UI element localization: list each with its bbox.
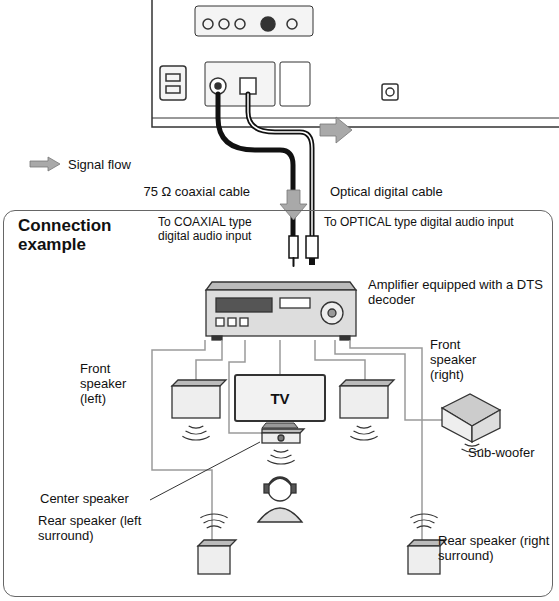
frame-heading: Connection example xyxy=(18,217,148,254)
illustration-part xyxy=(271,455,292,458)
illustration-part xyxy=(309,258,315,265)
illustration-part xyxy=(172,386,220,418)
illustration-part xyxy=(189,426,204,428)
illustration-part xyxy=(166,86,180,93)
speaker-label: Rear speaker (right surround) xyxy=(438,534,550,564)
illustration-part xyxy=(198,540,236,546)
illustration-part xyxy=(382,84,398,100)
illustration-part xyxy=(182,436,209,440)
illustration-part xyxy=(204,520,225,523)
legend-text: Signal flow xyxy=(68,157,131,172)
speaker-label: Sub-woofer xyxy=(468,446,548,461)
illustration-part xyxy=(264,484,269,493)
illustration-part xyxy=(212,336,222,340)
illustration-part xyxy=(340,386,388,418)
illustration-part xyxy=(410,514,437,518)
illustration-part xyxy=(340,336,350,340)
illustration-part xyxy=(215,83,221,89)
illustration-part xyxy=(287,19,297,29)
illustration-part xyxy=(350,436,377,440)
illustration-part xyxy=(248,94,312,238)
illustration-part xyxy=(472,410,500,442)
illustration-part xyxy=(267,460,294,464)
leader-line xyxy=(150,442,260,500)
illustration-part xyxy=(216,298,272,312)
cable-label: 75 Ω coaxial cable xyxy=(70,185,250,200)
illustration-part xyxy=(261,17,275,31)
illustration-part xyxy=(195,6,313,36)
illustration-part xyxy=(414,520,435,523)
illustration-part xyxy=(280,62,310,106)
tv-label: TV xyxy=(270,390,289,407)
illustration-part xyxy=(235,19,245,29)
signal-arrow-sample xyxy=(28,156,62,172)
illustration-part xyxy=(152,340,212,542)
illustration-part xyxy=(289,236,298,258)
legend-entry: Signal flow xyxy=(28,156,131,172)
illustration-part xyxy=(279,340,281,376)
illustration-part xyxy=(240,318,248,326)
illustration-part xyxy=(357,426,372,428)
illustration-part xyxy=(280,190,307,220)
speaker-label: Front speaker (left) xyxy=(80,362,144,407)
illustration-part xyxy=(30,157,60,171)
illustration-part xyxy=(248,94,312,238)
illustration-part xyxy=(186,431,207,434)
illustration-part xyxy=(152,118,559,119)
input-label: To COAXIAL type digital audio input xyxy=(158,216,286,244)
illustration-part xyxy=(172,380,226,386)
listener xyxy=(258,477,302,522)
illustration-part xyxy=(320,117,352,143)
illustration-part xyxy=(321,302,343,324)
illustration-part xyxy=(228,318,236,326)
illustration-part xyxy=(291,484,296,493)
illustration-part xyxy=(354,431,375,434)
illustration-part xyxy=(306,236,318,258)
amplifier xyxy=(206,282,356,340)
illustration-part xyxy=(207,526,222,528)
cable-label: Optical digital cable xyxy=(330,185,520,200)
speaker-label: Rear speaker (left surround) xyxy=(38,514,178,544)
illustration-part xyxy=(386,88,394,96)
player-rear-panel xyxy=(152,0,559,127)
illustration-part xyxy=(262,433,300,443)
illustration-part xyxy=(219,19,229,29)
illustration-part xyxy=(328,309,336,317)
illustration-part xyxy=(258,508,302,522)
illustration-part xyxy=(442,408,472,442)
illustration-part xyxy=(160,66,186,100)
illustration-part xyxy=(278,435,284,441)
speaker-label: Front speaker (right) xyxy=(430,338,510,383)
illustration-part xyxy=(280,298,310,308)
illustration-part xyxy=(166,74,180,81)
speaker-wires xyxy=(152,340,442,542)
tv-stand xyxy=(262,423,298,428)
illustration-part xyxy=(268,478,292,486)
illustration-part xyxy=(417,526,432,528)
illustration-part xyxy=(293,258,295,266)
illustration-part xyxy=(206,290,356,336)
illustration-part xyxy=(198,546,230,574)
illustration-part xyxy=(340,380,394,386)
illustration-part xyxy=(216,318,224,326)
amplifier-label: Amplifier equipped with a DTS decoder xyxy=(368,278,546,308)
illustration-part xyxy=(274,450,289,452)
speaker-label: Center speaker xyxy=(40,492,148,507)
tv-box: TV xyxy=(234,374,326,422)
illustration-part xyxy=(350,340,422,542)
illustration-part xyxy=(200,514,227,518)
illustration-part xyxy=(152,0,559,127)
illustration-part xyxy=(196,340,222,386)
signal-arrows xyxy=(280,117,352,220)
illustration-part xyxy=(268,477,292,501)
illustration-part xyxy=(408,546,440,574)
input-label: To OPTICAL type digital audio input xyxy=(324,216,524,230)
illustration-part xyxy=(203,19,213,29)
illustration-part xyxy=(335,340,442,420)
sound-waves xyxy=(182,426,482,528)
illustration-part xyxy=(206,282,356,290)
